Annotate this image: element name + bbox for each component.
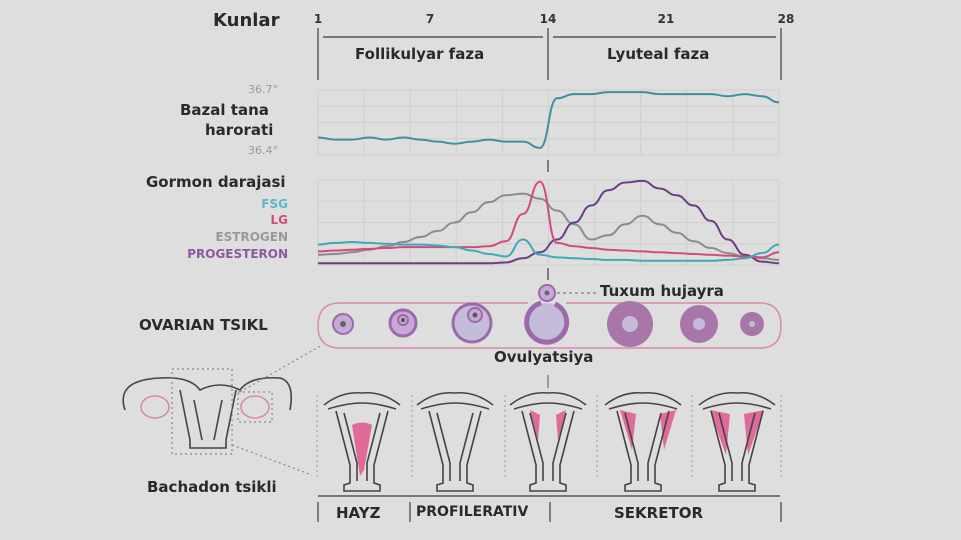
ovarian-cycle — [317, 284, 782, 349]
ovulation-label: Ovulyatsiya — [494, 348, 594, 366]
phase-hayz: HAYZ — [336, 504, 381, 522]
day-tick: 1 — [313, 12, 323, 26]
egg-label: Tuxum hujayra — [600, 282, 724, 300]
phase-dividers — [317, 28, 782, 280]
day-tick: 7 — [425, 12, 435, 26]
day-tick: 28 — [777, 12, 795, 26]
luteal-phase-label: Lyuteal faza — [607, 45, 710, 63]
uterine-cycle — [316, 375, 782, 522]
day-tick: 21 — [657, 12, 675, 26]
legend-progesteron: PROGESTERON — [187, 247, 288, 261]
temp-min-label: 36.4° — [248, 144, 278, 157]
temp-title-1: Bazal tana — [180, 101, 269, 119]
uterine-title: Bachadon tsikli — [147, 478, 277, 496]
lg-line — [317, 180, 780, 259]
phase-sekretor: SEKRETOR — [614, 504, 704, 522]
phase-proliferativ: PROFILERATIV — [416, 504, 529, 520]
hormone-title: Gormon darajasi — [146, 173, 286, 191]
follicular-phase-label: Follikulyar faza — [355, 45, 485, 63]
uterus-overview-icon — [122, 344, 323, 476]
fsg-line — [317, 238, 780, 262]
temp-max-label: 36.7° — [248, 83, 278, 96]
day-tick: 14 — [539, 12, 557, 26]
chart-curves — [317, 91, 780, 265]
legend-estrogen: ESTROGEN — [215, 230, 288, 244]
legend-lg: LG — [270, 213, 289, 227]
legend-fsg: FSG — [261, 197, 288, 211]
ovarian-title: OVARIAN TSIKL — [139, 316, 268, 334]
days-label: Kunlar — [213, 10, 280, 31]
chart-grid — [317, 89, 780, 266]
progesteron-line — [317, 179, 780, 265]
temp-title-2: harorati — [205, 121, 274, 139]
temperature-line — [317, 91, 780, 149]
